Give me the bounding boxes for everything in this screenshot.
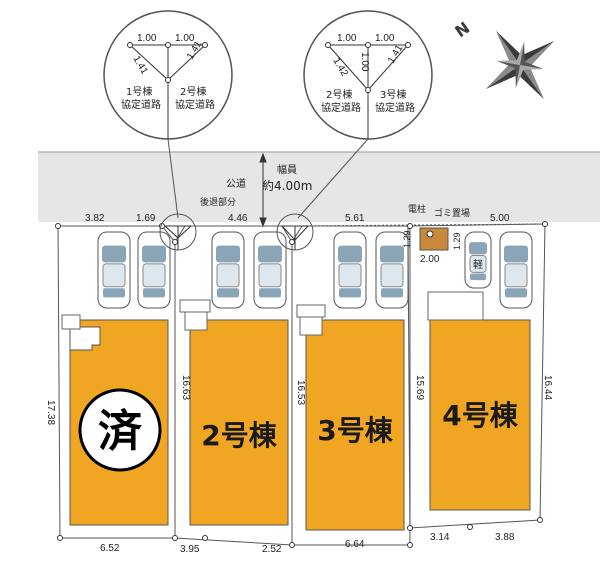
lot2-building [179, 299, 289, 526]
car-4 [253, 231, 287, 309]
inset2-top-left: 1.00 [337, 33, 357, 44]
inset1-top-left: 1.00 [137, 33, 157, 44]
inset1-left-1: 1号棟 [126, 85, 152, 98]
bottom-dim-1: 6.52 [100, 543, 120, 554]
garbage-depth-left: 1.29 [402, 230, 412, 248]
road-width-arrow [259, 152, 267, 228]
garbage-width: 2.00 [420, 254, 440, 265]
car-2 [137, 231, 171, 309]
sold-label: 済 [98, 406, 143, 457]
top-dim-5: 5.00 [490, 213, 510, 224]
lot3-boundary [291, 225, 411, 546]
bottom-dim-2: 3.95 [180, 544, 200, 555]
sold-badge: 済 [78, 388, 162, 472]
side-dim-2: 16.63 [180, 375, 191, 400]
pole-label: 電柱 [408, 203, 426, 215]
car-5 [333, 231, 367, 309]
parking-cars: 軽 [97, 231, 533, 309]
inset2-right-1: 3号棟 [380, 88, 406, 101]
garbage-depth-right: 1.29 [452, 232, 462, 250]
inset-1: 1.00 1.00 1.41 1.41 1号棟 協定道路 2号棟 協定道路 [103, 10, 233, 140]
detail-marker-2 [276, 213, 314, 251]
road-width-value: 約4.00m [262, 178, 312, 193]
top-dim-4: 5.61 [345, 213, 365, 224]
lot3-label: 3号棟 [317, 414, 393, 447]
top-dim-1: 3.82 [85, 213, 105, 224]
inset-leaders [167, 138, 369, 219]
inset1-left-2: 協定道路 [121, 98, 161, 111]
side-dim-5: 16.44 [542, 375, 553, 400]
lot3-building [296, 304, 405, 531]
car-7 [499, 231, 533, 309]
inset2-right-2: 協定道路 [375, 101, 415, 114]
side-dim-3: 16.53 [295, 380, 306, 405]
setback-label: 後退部分 [200, 196, 236, 208]
car-1 [97, 231, 131, 309]
car-6 [375, 231, 409, 309]
garbage-label: ゴミ置場 [434, 207, 470, 219]
compass-icon [485, 30, 555, 100]
car-3 [211, 231, 245, 309]
inset1-top-right: 1.00 [175, 33, 195, 44]
top-dim-2: 1.69 [136, 213, 156, 224]
public-road [38, 152, 600, 222]
inset2-top-right: 1.00 [375, 33, 395, 44]
garbage-area [419, 227, 449, 251]
lot4-label: 4号棟 [442, 399, 518, 432]
inset-2: 1.00 1.00 1.42 1.00 1.41 2号棟 協定道路 3号棟 協定… [303, 10, 433, 140]
car-8: 軽 [464, 231, 492, 289]
inset1-right-1: 2号棟 [180, 85, 206, 98]
lot2-label: 2号棟 [201, 419, 277, 452]
inset2-left-2: 協定道路 [321, 101, 361, 114]
bottom-dim-3: 2.52 [262, 544, 282, 555]
top-dim-3: 4.46 [228, 213, 248, 224]
side-dim-4: 15.69 [414, 375, 425, 400]
bottom-dim-4: 6.64 [345, 539, 365, 550]
bottom-dim-6: 3.88 [495, 532, 515, 543]
inset2-left-1: 2号棟 [326, 88, 352, 101]
detail-marker-1 [159, 213, 197, 251]
light-car-label: 軽 [473, 259, 483, 271]
inset2-vertical: 1.00 [359, 52, 370, 72]
compass-north-label: N [451, 18, 473, 41]
road-label: 公道 [226, 177, 246, 190]
road-width-title: 幅員 [277, 163, 297, 176]
bottom-dim-5: 3.14 [430, 532, 450, 543]
side-dim-1: 17.38 [45, 400, 56, 425]
lot4-building [427, 291, 531, 511]
inset1-right-2: 協定道路 [175, 98, 215, 111]
